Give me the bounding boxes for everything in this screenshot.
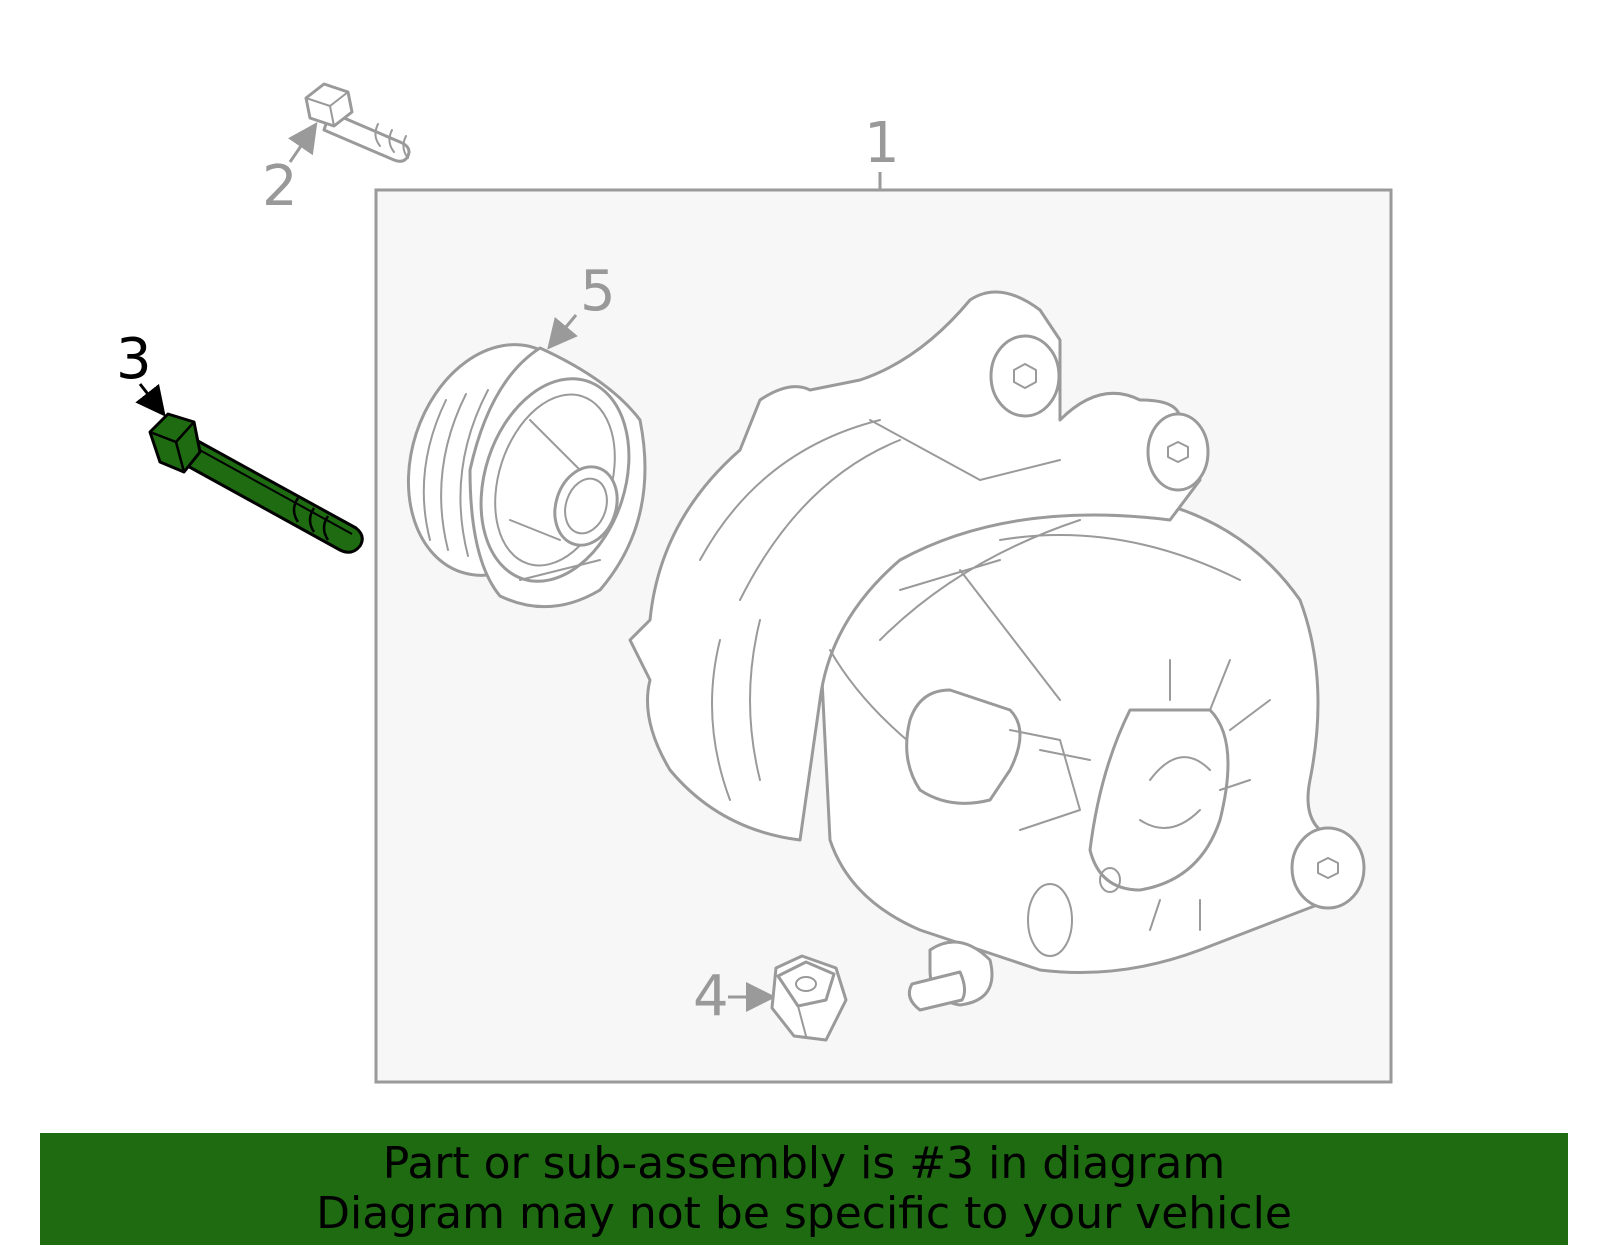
part-1-alternator[interactable] xyxy=(628,290,1366,1012)
callout-3-arrow xyxy=(135,383,166,417)
part-3-bolt[interactable] xyxy=(148,412,364,554)
part-5-pulley[interactable] xyxy=(380,321,654,609)
callout-3-label[interactable]: 3 xyxy=(116,327,152,392)
callout-4-label[interactable]: 4 xyxy=(693,964,729,1029)
banner-line-2: Diagram may not be specific to your vehi… xyxy=(316,1188,1292,1239)
callout-5-label[interactable]: 5 xyxy=(580,259,616,324)
callout-2-arrow xyxy=(288,122,318,163)
part-4-nut[interactable] xyxy=(770,954,848,1042)
callout-5-arrow xyxy=(547,314,578,350)
info-banner: Part or sub-assembly is #3 in diagram Di… xyxy=(40,1133,1568,1245)
callout-1-label[interactable]: 1 xyxy=(864,111,900,176)
callout-2-label[interactable]: 2 xyxy=(262,154,298,219)
banner-line-1: Part or sub-assembly is #3 in diagram xyxy=(382,1138,1226,1189)
part-2-bolt[interactable] xyxy=(304,82,411,163)
